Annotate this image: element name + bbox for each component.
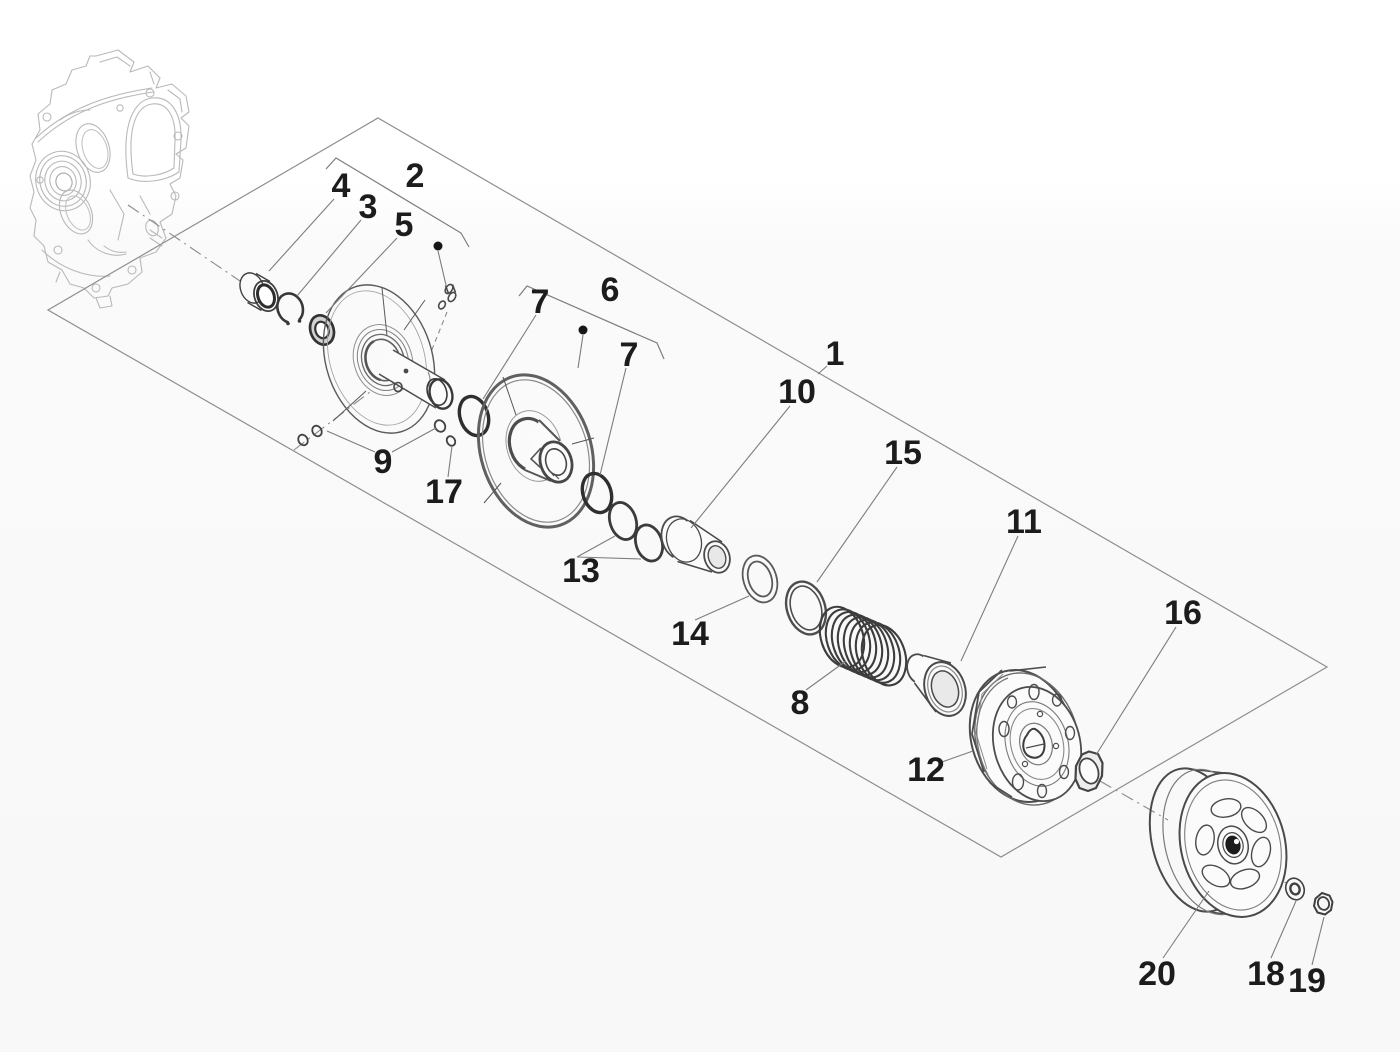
part-3-circlip — [276, 292, 305, 326]
part-7-oring-left — [457, 394, 491, 438]
callout-label-2: 2 — [406, 157, 425, 195]
callout-label-7: 7 — [620, 336, 639, 374]
part-4-bearing — [239, 272, 279, 312]
leader-lines — [268, 198, 1325, 966]
callout-label-14: 14 — [671, 615, 709, 653]
callout-label-18: 18 — [1247, 955, 1285, 993]
callout-label-17: 17 — [425, 473, 463, 511]
callout-label-12: 12 — [907, 751, 945, 789]
callout-label-16: 16 — [1164, 594, 1202, 632]
part-6-movable-pulley-half — [476, 373, 596, 529]
callout-label-6: 6 — [601, 271, 620, 309]
bracket-2-bullet — [433, 241, 443, 251]
part-15-ring — [784, 580, 828, 636]
crankcase-sketch — [29, 49, 190, 309]
part-17-pin — [445, 435, 457, 447]
callout-label-8: 8 — [791, 684, 810, 722]
part-18-washer — [1284, 877, 1306, 901]
bracket-6 — [518, 285, 665, 360]
part-12-clutch — [968, 666, 1083, 806]
callout-label-7: 7 — [531, 283, 550, 321]
part-2-screw — [437, 283, 457, 310]
callout-label-11: 11 — [1006, 503, 1042, 541]
frame-parallelogram — [46, 117, 1329, 858]
part-19-nut — [1312, 891, 1334, 916]
part-2-fixed-pulley-half — [322, 284, 454, 434]
bracket-2 — [325, 157, 470, 248]
part-14-washer — [741, 554, 779, 604]
callout-label-3: 3 — [359, 188, 378, 226]
callout-label-9: 9 — [374, 443, 393, 481]
callout-label-19: 19 — [1288, 962, 1326, 1000]
axis-dashes — [430, 311, 448, 353]
callout-label-1: 1 — [826, 335, 845, 373]
callout-label-15: 15 — [884, 434, 922, 472]
callout-label-13: 13 — [562, 552, 600, 590]
part-8-spring — [818, 605, 908, 687]
part-11-spring-seat — [906, 653, 967, 717]
callout-label-20: 20 — [1138, 955, 1176, 993]
part-10-spacer — [660, 515, 731, 574]
part-20-clutch-bell — [1148, 767, 1288, 918]
callout-label-5: 5 — [395, 206, 414, 244]
bracket-6-bullet — [578, 325, 588, 335]
part-7-oring-right — [580, 471, 614, 515]
callout-label-10: 10 — [778, 373, 816, 411]
part-16-shim-washer — [1074, 750, 1104, 793]
callout-label-4: 4 — [332, 167, 351, 205]
